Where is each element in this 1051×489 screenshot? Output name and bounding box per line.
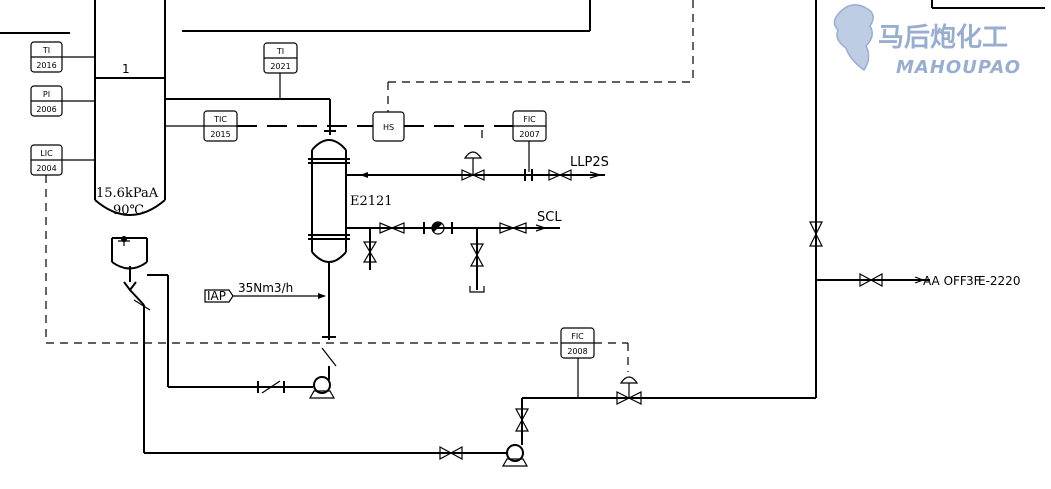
tag-type: PI — [43, 90, 50, 99]
gate-valve-icon[interactable] — [548, 169, 572, 181]
tag-type: LIC — [40, 149, 53, 158]
watermark-logo: 马后炮化工 MAHOUPAO — [833, 4, 1021, 78]
tag-type: TIC — [213, 115, 227, 124]
gate-valve-icon[interactable] — [499, 222, 527, 234]
gate-valve-icon[interactable] — [379, 222, 405, 234]
check-valve-icon — [133, 299, 151, 311]
instrument-pi-2006[interactable]: PI 2006 — [30, 85, 63, 117]
instrument-ti-2016[interactable]: TI 2016 — [30, 41, 63, 73]
discharge-valve-icon[interactable] — [514, 408, 530, 432]
top-header-lines — [182, 0, 1045, 112]
exchanger-bottom-pump — [167, 275, 337, 399]
tag-type: HS — [383, 123, 394, 132]
valve-actuator-icon — [619, 376, 639, 384]
column-bottom-outlet — [123, 266, 816, 467]
instrument-fic-2008[interactable]: FIC 2008 — [560, 327, 595, 359]
tag-type: FIC — [571, 332, 584, 341]
instrument-hs[interactable]: HS — [372, 111, 405, 142]
instrument-lic-2004[interactable]: LIC 2004 — [30, 144, 63, 176]
condensate-outlet-line — [346, 221, 560, 293]
tag-number: 2008 — [567, 347, 587, 356]
drain-valve-icon[interactable] — [362, 241, 378, 263]
air-source-tag — [204, 289, 234, 303]
exchanger-e2121[interactable] — [308, 139, 350, 340]
product-outlet-line — [809, 0, 930, 398]
gate-valve-icon[interactable] — [439, 445, 463, 461]
check-valve-icon — [321, 347, 337, 367]
tag-number: 2004 — [36, 164, 56, 173]
exchanger-label: E2121 — [350, 194, 393, 209]
watermark-english-text: MAHOUPAO — [896, 57, 1021, 78]
tag-number: 2016 — [36, 61, 56, 70]
instrument-tic-2015[interactable]: TIC 2015 — [203, 110, 238, 142]
watermark-chinese-text: 马后炮化工 — [878, 22, 1008, 53]
control-valve-fcv-2007[interactable] — [461, 169, 485, 181]
condensate-label: SCL — [537, 210, 562, 225]
destination-label: AA OFF — [923, 274, 967, 288]
tag-number: 2006 — [36, 105, 56, 114]
horse-logo-icon — [833, 4, 874, 72]
destination-sub-label: 3F — [966, 274, 981, 288]
tag-number: 2007 — [519, 130, 539, 139]
air-source-label: IAP — [207, 289, 226, 303]
level-indicator-dot — [121, 236, 127, 242]
tag-number: 2021 — [270, 62, 290, 71]
steam-label: LLP2S — [570, 155, 609, 170]
instrument-connections — [45, 56, 629, 398]
flow-arrow-icon — [535, 224, 547, 232]
valve-actuator-icon — [463, 151, 483, 159]
tray-number-label: 1 — [122, 62, 130, 76]
distillation-column: 1 15.6kPaA 90℃ — [0, 0, 166, 270]
instrument-fic-2007[interactable]: FIC 2007 — [512, 110, 547, 142]
pump-p-bottoms-icon[interactable] — [506, 444, 524, 462]
pump-p-exchanger-icon[interactable] — [313, 376, 331, 394]
flow-arrow-icon — [914, 276, 925, 284]
control-valve-fcv-2008[interactable] — [616, 391, 642, 405]
destination-tag-label: E-2220 — [978, 274, 1020, 288]
column-temperature-label: 90℃ — [113, 203, 144, 218]
tag-type: TI — [276, 47, 284, 56]
air-flow-label: 35Nm3/h — [238, 281, 293, 295]
instrument-air-line — [204, 289, 326, 303]
flow-arrow-icon — [589, 171, 603, 179]
bypass-valve-icon[interactable] — [469, 243, 485, 267]
tag-number: 2015 — [210, 130, 230, 139]
column-pressure-label: 15.6kPaA — [96, 186, 159, 201]
instrument-ti-2021[interactable]: TI 2021 — [263, 42, 298, 74]
gate-valve-icon[interactable] — [809, 221, 823, 247]
tag-type: TI — [42, 46, 50, 55]
overhead-vapor-line — [165, 98, 336, 135]
gate-valve-icon[interactable] — [859, 272, 883, 288]
steam-inlet-line — [346, 151, 605, 181]
tag-type: FIC — [523, 115, 536, 124]
